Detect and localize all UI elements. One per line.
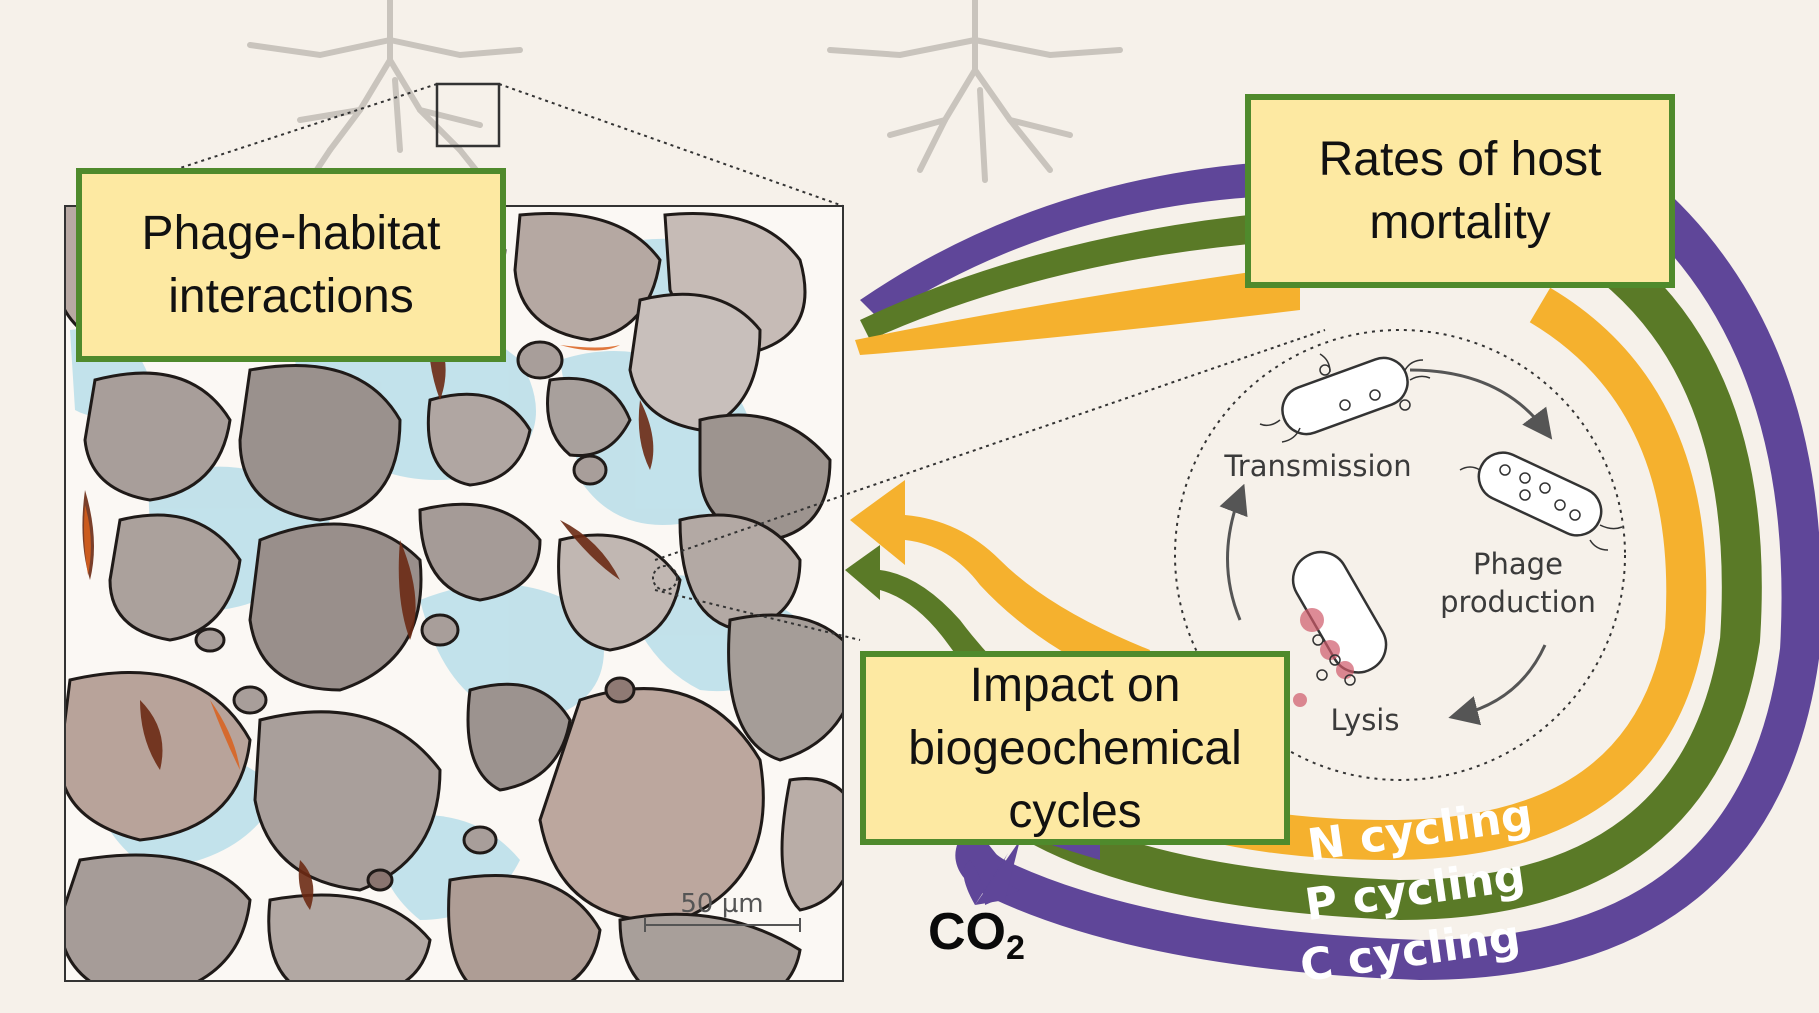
biogeochemical-impact-label: Impact on biogeochemical cycles [908, 658, 1242, 838]
cycle-band-c-top [860, 160, 1300, 320]
zoom-indicator [435, 82, 501, 148]
co2-label: CO2 [928, 903, 1025, 967]
lifecycle-phage-label: Phage [1473, 547, 1563, 581]
cycle-loop-p [1019, 212, 1762, 921]
root-illustration-left [247, 0, 523, 183]
zoom-line-left [179, 83, 438, 169]
host-mortality-box: Rates of host mortality [1245, 94, 1675, 288]
bacterium-lysis-icon [1291, 550, 1388, 707]
scale-bar-label: 50 µm [680, 889, 763, 919]
zoom-line-right [498, 83, 844, 207]
bacterium-production-icon [1459, 451, 1623, 551]
cycle-band-p-top [860, 210, 1300, 340]
cycle-band-n-top [855, 265, 1300, 355]
root-illustration-right [827, 0, 1123, 183]
phage-habitat-label: Phage-habitat interactions [141, 207, 441, 323]
biogeochemical-impact-box: Impact on biogeochemical cycles [860, 651, 1290, 845]
cycle-loop-c [955, 133, 1819, 981]
bacterium-transmission-icon [1259, 353, 1431, 443]
host-mortality-label: Rates of host mortality [1318, 133, 1602, 249]
lifecycle-lysis-label: Lysis [1331, 703, 1400, 737]
cycle-arrow-n-bottom [850, 480, 1150, 690]
lifecycle-transmission-label: Transmission [1223, 449, 1411, 483]
phage-habitat-box: Phage-habitat interactions [76, 168, 506, 362]
lifecycle-production-label: production [1440, 585, 1596, 619]
